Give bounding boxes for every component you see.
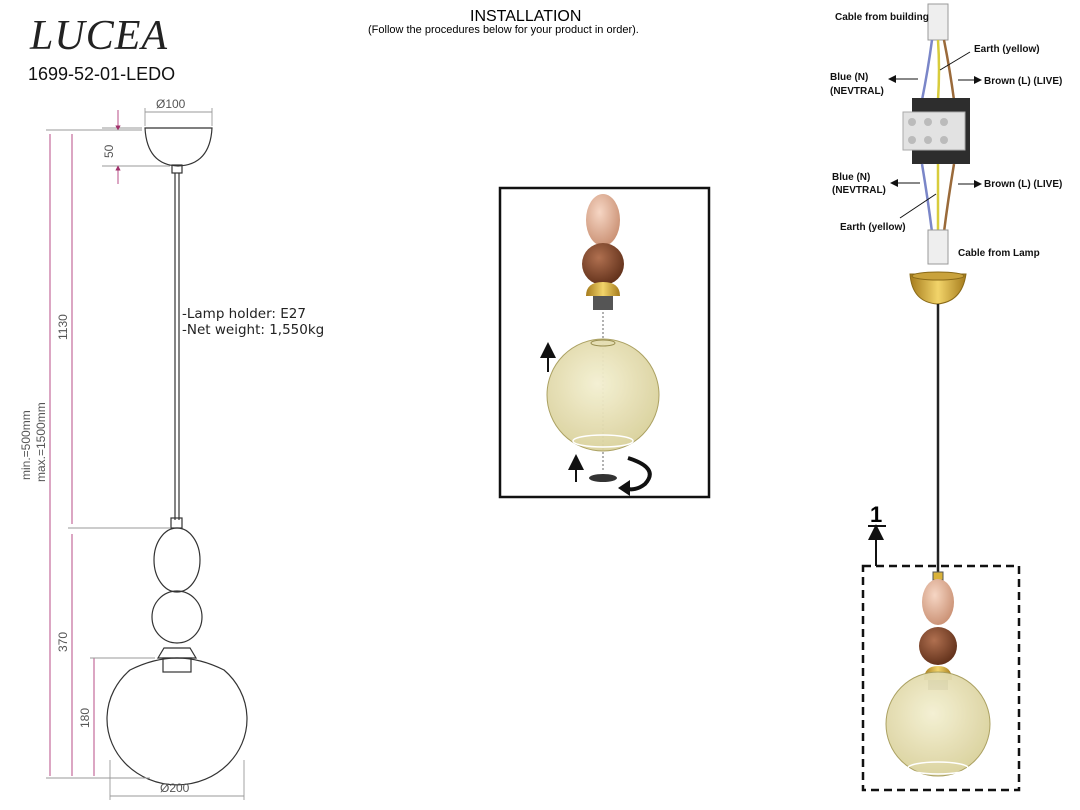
step-highlight-frame [861,564,1021,792]
cable-sheath-top [927,3,949,41]
wiring-diagram: Cable from building Earth (yellow) Blue … [830,3,1062,265]
label-brown-bottom: Brown (L) (LIVE) [984,179,1062,190]
dim-canopy-diameter: Ø100 [156,97,186,111]
glass-globe [546,338,660,452]
step-number: 1 [870,502,882,527]
label-earth-bottom: Earth (yellow) [840,222,906,233]
canopy-outline [144,127,213,167]
rotate-arrow-icon [623,456,652,492]
egg-bead [586,194,620,246]
brass-canopy [909,273,967,305]
label-blue-top: Blue (N) [830,72,868,83]
dim-body-height: 370 [56,632,70,652]
spec-lamp-holder: -Lamp holder: E27 [182,306,306,322]
dim-height-max: max.=1500mm [34,402,48,482]
label-brown-top: Brown (L) (LIVE) [984,76,1062,87]
globe-outline [106,657,248,786]
label-cable-from-building: Cable from building [835,12,929,23]
egg-bead-outline [153,527,201,593]
ring-nut [589,474,617,482]
label-neutral-bottom: (NEVTRAL) [832,185,886,196]
page-title: INSTALLATION [470,8,582,25]
glass-globe [885,671,991,777]
wood-ball [582,243,624,285]
canopy-connector [171,164,183,174]
egg-bead [922,579,954,625]
holder-outline [156,647,198,659]
bulb-socket [593,296,613,310]
dim-shade-height: 180 [78,708,92,728]
wood-ball-outline [151,590,203,644]
dim-height-min: min.=500mm [19,410,33,480]
dim-canopy-height: 50 [102,144,116,158]
label-cable-from-lamp: Cable from Lamp [958,248,1040,259]
lamp-connector [170,517,183,529]
brand-logo: LUCEA [30,13,169,59]
brass-cap [586,282,620,296]
label-blue-bottom: Blue (N) [832,172,870,183]
dimension-lines [46,108,245,800]
article-number: 1699-52-01-LEDO [28,64,176,84]
technical-drawing [106,127,248,786]
cable-sheath-bottom [927,229,949,265]
wood-ball [919,627,957,665]
spec-net-weight: -Net weight: 1,550kg [182,322,325,338]
page-subtitle: (Follow the procedures below for your pr… [368,24,639,36]
dim-shade-diameter: Ø200 [160,781,190,795]
label-neutral-top: (NEVTRAL) [830,86,884,97]
label-earth-top: Earth (yellow) [974,44,1040,55]
dim-cable-length: 1130 [56,314,70,340]
shade-assembly-panel [498,186,711,499]
assembled-lamp: 1 [861,271,1021,792]
